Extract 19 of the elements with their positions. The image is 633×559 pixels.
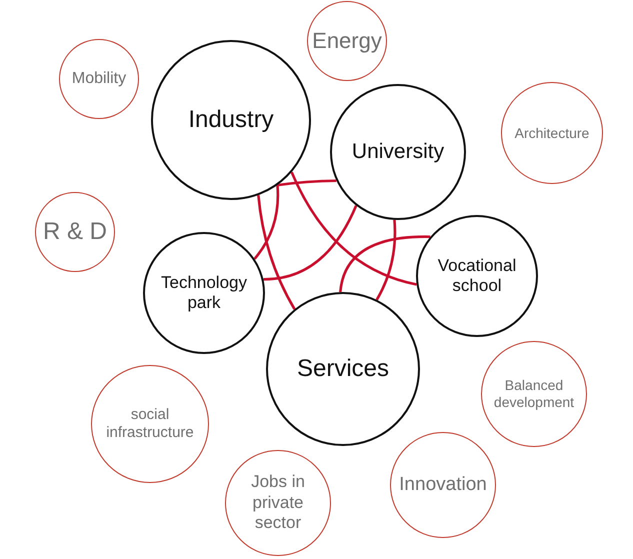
node-label: Innovation — [398, 474, 488, 496]
node-label: Mobility — [70, 69, 128, 89]
connector-line — [263, 205, 358, 281]
connector-line — [339, 236, 430, 292]
connector-line — [290, 172, 417, 286]
node-label: Energy — [311, 28, 383, 54]
connector-line — [254, 185, 280, 260]
node-label: Services — [296, 354, 390, 384]
node-label: Technology park — [160, 272, 248, 314]
node-label: Jobs in private sector — [250, 472, 306, 534]
node-label: Architecture — [514, 124, 590, 142]
node-label: R & D — [42, 218, 108, 246]
node-label: social infrastructure — [105, 406, 195, 442]
node-label: Industry — [187, 106, 275, 134]
node-label: University — [350, 139, 446, 165]
node-label: Balanced development — [492, 377, 576, 411]
connector-line — [277, 179, 336, 186]
node-label: Vocational school — [436, 256, 518, 296]
connector-line — [257, 195, 296, 310]
